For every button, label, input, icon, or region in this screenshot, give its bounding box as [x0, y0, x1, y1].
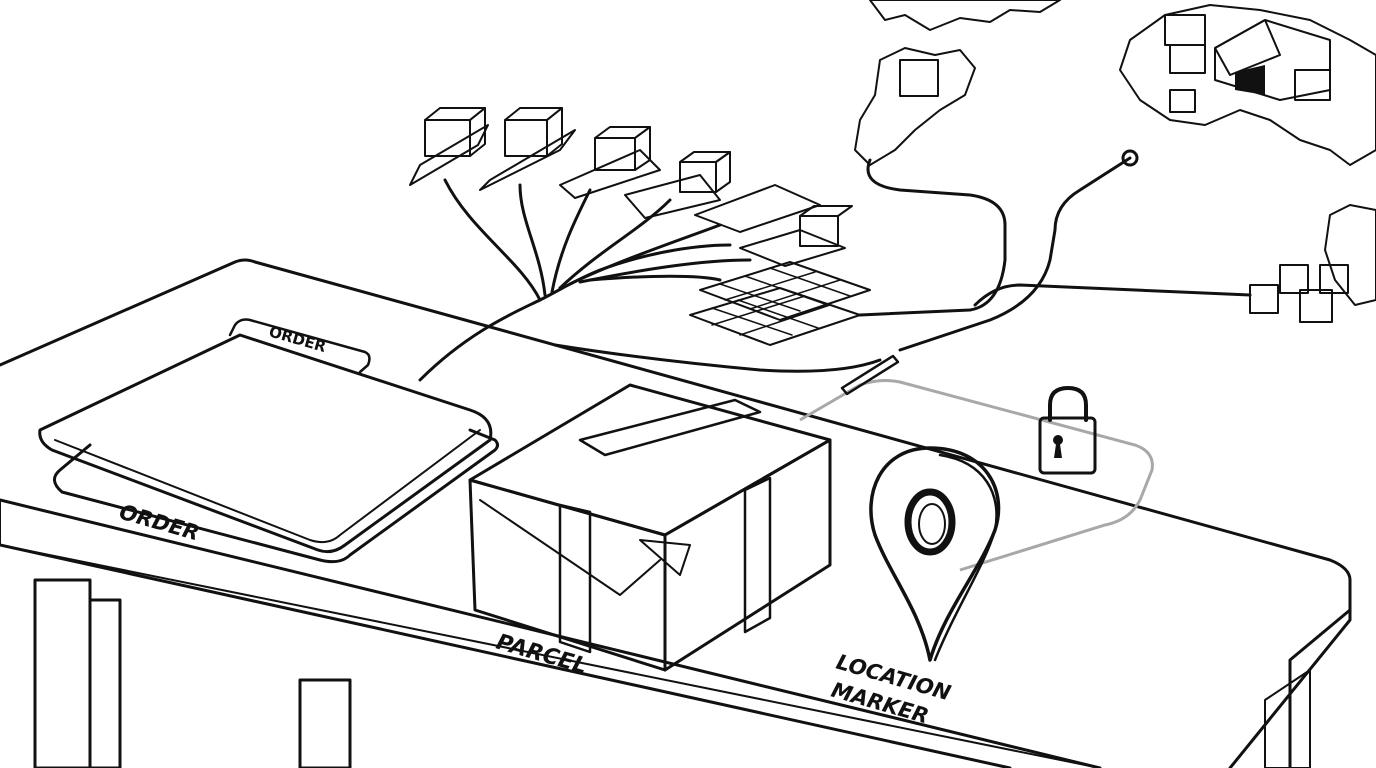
parcel-label: PARCEL: [493, 630, 590, 680]
tree-card-2: [479, 107, 576, 191]
parcel-box-icon: [468, 383, 832, 672]
folder-tab-label: ORDER: [267, 323, 329, 357]
tree-card-1: [409, 107, 489, 186]
padlock-icon: [1038, 386, 1097, 475]
world-map-icon: [854, 0, 1376, 306]
secure-route: [799, 354, 1154, 572]
grid-card: [689, 261, 871, 346]
tree-card-6: [739, 205, 853, 267]
box-stack-icon: [1249, 264, 1349, 323]
tree-card-4: [624, 151, 731, 219]
location-pin-icon: [869, 446, 1001, 662]
table: [0, 258, 1352, 768]
order-distribution-tree: [418, 178, 752, 382]
route-lines: [553, 149, 1252, 373]
tree-card-3: [559, 126, 661, 199]
warehouse-icon: [899, 14, 1331, 113]
